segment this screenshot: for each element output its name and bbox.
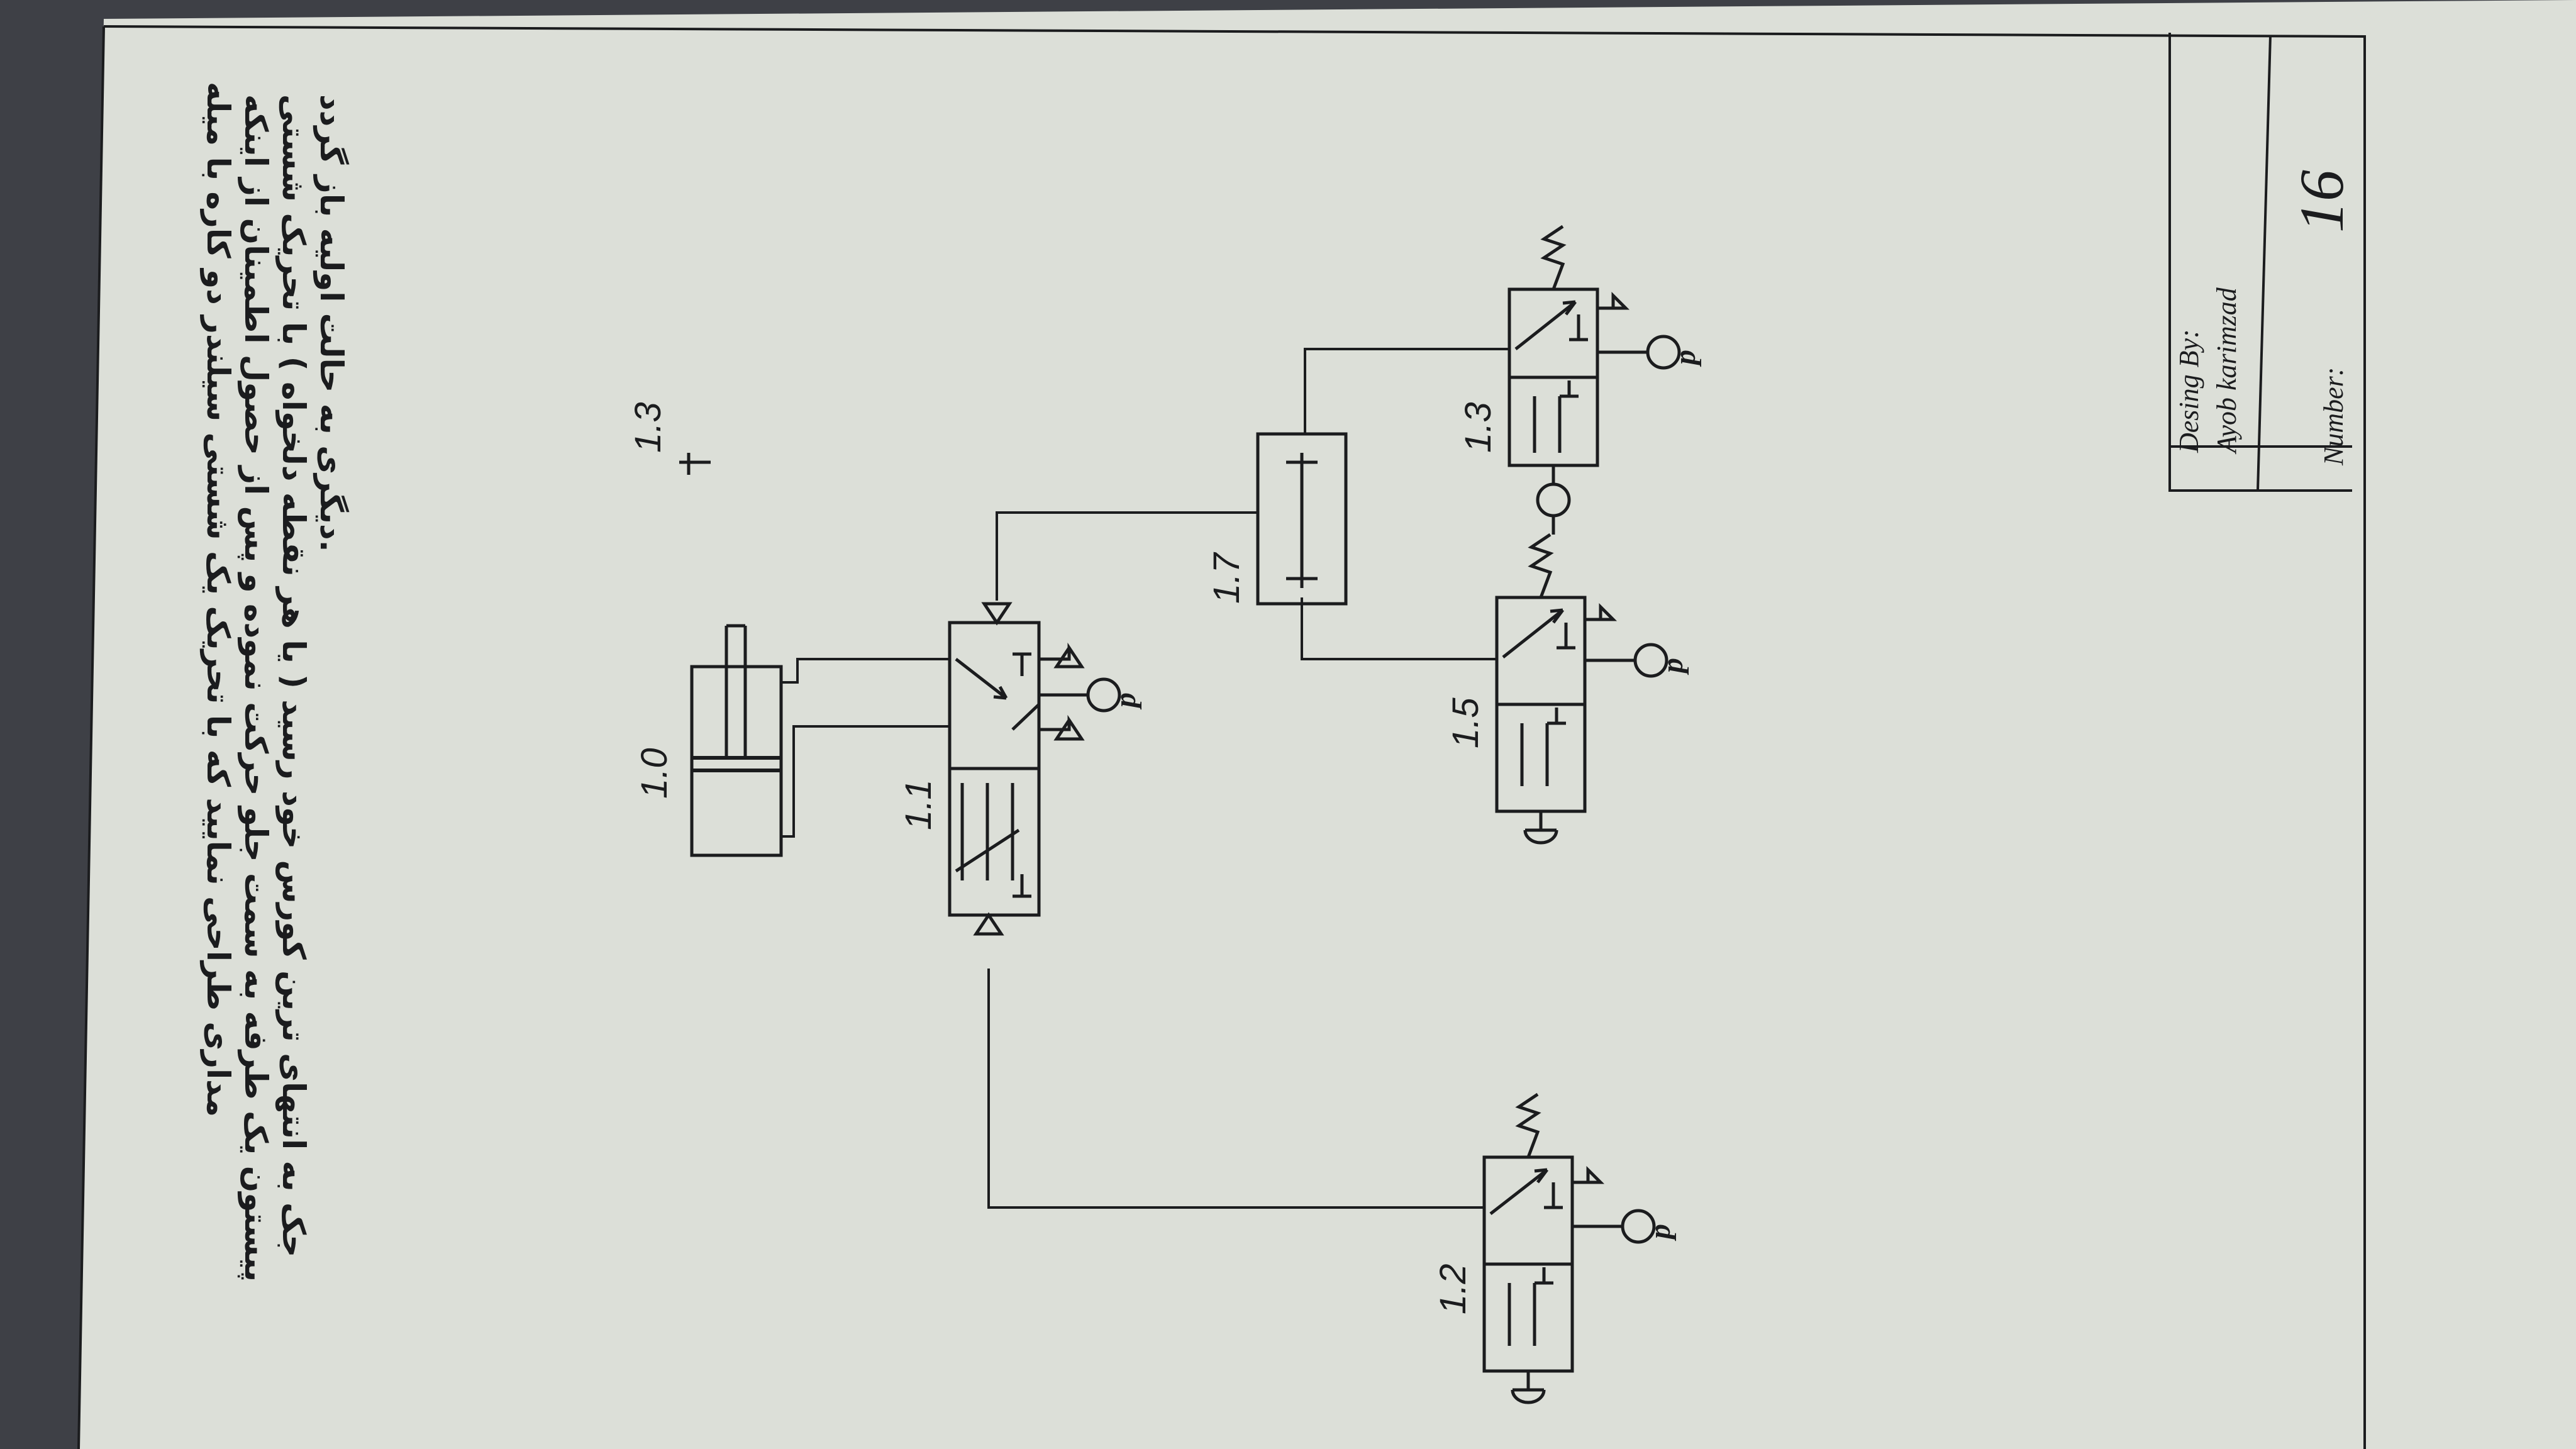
start-valve-push-button [1511,1371,1546,1404]
start-valve-block [1544,1182,1563,1209]
number-label: Number: [2318,367,2349,466]
main-valve-block-2 [1013,874,1031,898]
start-valve-1-2 [1482,1092,1656,1404]
return-valve-arrow [1502,608,1564,658]
return-valve-exhaust [1585,602,1618,621]
sheet-border-left [77,26,105,1449]
line-cylinder-rod-to-valve [781,658,950,684]
pressure-label-return: p [1656,658,1689,675]
label-1-1: 1.1 [898,779,939,830]
label-1-3-marker: 1.3 [628,402,669,453]
main-valve-exhaust-2 [1039,714,1085,741]
instruction-line-4: دیگری به حالت اولیه باز گردد. [313,94,350,552]
limit-valve-arrow [1514,300,1577,350]
cylinder-rod [724,624,747,758]
designer-name: Ayob karimzad [2211,287,2242,455]
paper-sheet [79,0,2576,1449]
main-valve-block-1 [1013,652,1031,676]
or-valve-1-7 [1256,432,1348,606]
return-valve-spring [1528,533,1554,598]
start-valve-arrow [1489,1168,1548,1215]
instructions: مداری طراحی نمایید که با تحریک یک شستی س… [199,82,350,1282]
start-valve-spring [1515,1092,1541,1158]
limit-valve-1-3 [1507,225,1681,535]
pneumatic-lines [781,348,1509,1209]
main-valve-arrow-2 [1011,703,1040,731]
return-valve-block-2 [1547,708,1566,725]
line-or-to-return-valve [1301,597,1497,660]
main-valve-arrow-1 [955,658,1008,700]
pressure-label-limit: p [1668,350,1702,367]
main-valve-1-1 [948,602,1121,936]
line-valve-pilot-to-start [987,969,1484,1209]
limit-marker-symbol [679,453,711,475]
limit-valve-passages [1533,396,1562,453]
return-valve-passages [1520,723,1549,786]
instruction-line-1: مداری طراحی نمایید که با تحریک یک شستی س… [199,82,236,1117]
sheet-number: 16 [2287,170,2357,233]
main-valve-arrow-3 [955,828,1020,873]
main-valve-pilot-top [981,602,1013,626]
cylinder-piston [692,756,781,772]
title-block [2168,33,2352,492]
label-1-0: 1.0 [634,748,675,799]
line-or-to-limit-valve [1304,348,1509,434]
component-labels: 1.0 1.1 1.2 1.3 1.5 1.7 1.3 [628,402,1499,1314]
limit-valve-pressure-source [1646,335,1681,370]
main-valve-passages [960,783,1014,880]
limit-valve-block [1569,314,1588,341]
instruction-line-2: پیستون یک طرفه به سمت جلو حرکت نموده و پ… [237,94,274,1282]
limit-valve-spring [1540,225,1567,290]
label-1-2: 1.2 [1433,1263,1474,1314]
line-valve-pilot-to-or [996,511,1258,601]
return-valve-block [1557,623,1575,650]
title-block-frame [2168,33,2352,492]
start-valve-block-2 [1535,1267,1553,1285]
main-valve-pressure-source [1086,677,1121,713]
label-1-5: 1.5 [1445,697,1486,748]
return-valve-1-5 [1495,533,1668,845]
instruction-line-3: جک به انتهای ترین کورس خود رسید ( یا هر … [275,94,312,1257]
line-cylinder-cap-to-valve [781,725,950,838]
limit-valve-block-2 [1560,380,1579,398]
pressure-label-start: p [1643,1224,1677,1241]
sheet-border [103,25,2366,1449]
start-valve-pressure-source [1621,1209,1656,1244]
label-1-3: 1.3 [1458,402,1499,453]
or-valve-body [1256,432,1348,606]
pressure-label-main: p [1109,692,1142,710]
start-valve-exhaust [1572,1165,1605,1184]
start-valve-passages [1507,1283,1536,1346]
title-block-text: Desing By: Ayob karimzad Number: 16 [2174,170,2357,466]
return-valve-pressure-source [1633,643,1668,678]
or-valve-shuttle [1286,453,1318,588]
limit-valve-exhaust [1597,291,1630,310]
label-1-7: 1.7 [1206,552,1247,604]
main-valve-exhaust-1 [1039,642,1085,669]
title-block-divider [2257,35,2272,491]
cylinder-1-0 [690,624,783,857]
main-valve-pilot-bottom [973,912,1004,936]
return-valve-push-button [1523,811,1558,845]
cylinder-body [690,665,783,857]
design-label: Desing By: [2174,329,2204,453]
